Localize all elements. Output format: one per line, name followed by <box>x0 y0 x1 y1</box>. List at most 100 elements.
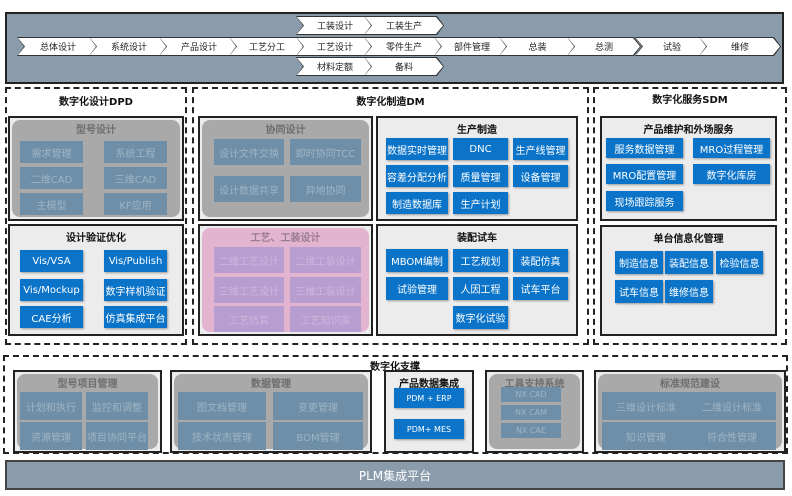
module-item: MRO过程管理 <box>693 138 770 158</box>
process-step: 工装生产 <box>365 17 443 34</box>
group-title: 产品数据集成 <box>399 379 459 390</box>
section-dpd <box>5 87 187 345</box>
module-item: 数据实时管理 <box>386 138 448 160</box>
module-item: 三维设计标准 <box>602 392 690 420</box>
process-step: 材料定额 <box>297 58 373 75</box>
module-item: Vis/Mockup <box>20 279 83 301</box>
process-step-outline: 试验 <box>635 37 709 56</box>
module-item: 变更管理 <box>273 392 363 420</box>
process-step: 试验 <box>636 38 708 55</box>
group-title: 设计验证优化 <box>66 233 126 244</box>
section-sdm-title: 数字化服务SDM <box>652 95 728 106</box>
module-item: 二维工艺设计 <box>214 247 284 273</box>
module-item: 符合性管理 <box>688 422 776 450</box>
group-title: 工艺、工装设计 <box>250 233 321 244</box>
section-dpd-title: 数字化设计DPD <box>59 97 133 108</box>
module-item: 技术状态管理 <box>178 422 266 450</box>
module-item: 二维设计标准 <box>688 392 776 420</box>
module-item: 制造信息 <box>615 251 663 274</box>
module-item: CAE分析 <box>20 306 83 328</box>
section-support <box>3 355 788 454</box>
module-item: NX CAD <box>501 387 561 402</box>
process-step: 总装 <box>500 38 575 55</box>
module-item: 试车平台 <box>513 277 568 300</box>
module-item: 制造数据库 <box>386 192 448 214</box>
module-item: 生产线管理 <box>513 138 568 160</box>
module-item: 设计数据共享 <box>214 176 284 202</box>
module-item: 工艺知识库 <box>290 306 361 332</box>
section-dm-title: 数字化制造DM <box>356 97 425 108</box>
process-step: 总测 <box>568 38 640 55</box>
module-item: 生产计划 <box>453 192 508 214</box>
module-item: BOM管理 <box>273 422 363 450</box>
process-step-outline: 备料 <box>364 57 444 76</box>
process-step-outline: 零件生产 <box>364 37 444 56</box>
module-item: NX CAM <box>501 405 561 420</box>
module-item: 计划和执行 <box>20 392 82 420</box>
process-step-outline: 工艺分工 <box>229 37 305 56</box>
process-step-outline: 工装生产 <box>364 16 444 35</box>
module-item: 三维CAD <box>104 167 167 189</box>
module-item: 数字化试验 <box>453 306 508 329</box>
process-step-outline: 维修 <box>699 37 781 56</box>
module-item: 检验信息 <box>716 251 763 274</box>
module-item: 需求管理 <box>20 141 83 163</box>
group-title: 协同设计 <box>265 125 306 136</box>
module-item: 设计文件交换 <box>214 139 284 165</box>
group-title: 标准规范建设 <box>660 379 720 390</box>
module-item: 容差分配分析 <box>386 165 448 187</box>
module-item: Vis/Publish <box>104 250 167 272</box>
section-dm <box>192 87 589 345</box>
module-item: NX CAE <box>501 423 561 438</box>
group-title: 产品维护和外场服务 <box>643 125 734 136</box>
process-step: 产品设计 <box>160 38 238 55</box>
plm-platform-bar: PLM集成平台 <box>5 460 785 490</box>
process-step: 备料 <box>365 58 443 75</box>
module-item: Vis/VSA <box>20 250 83 272</box>
module-item: 试车信息 <box>615 280 663 303</box>
process-step: 部件管理 <box>435 38 509 55</box>
process-step-outline: 材料定额 <box>296 57 374 76</box>
process-step: 工装设计 <box>297 17 373 34</box>
process-step-outline: 工装设计 <box>296 16 374 35</box>
group-title: 型号项目管理 <box>57 379 118 390</box>
section-support-title: 数字化支撑 <box>370 362 420 373</box>
process-step: 工艺设计 <box>297 38 373 55</box>
process-step-outline: 工艺设计 <box>296 37 374 56</box>
process-step-outline: 系统设计 <box>89 37 169 56</box>
group-title: 型号设计 <box>76 125 116 136</box>
module-item: 人因工程 <box>453 277 508 300</box>
module-item: 维修信息 <box>665 280 713 303</box>
module-item: 工艺规划 <box>453 249 508 272</box>
group-collab-design: 协同设计 <box>198 116 373 221</box>
process-step: 工艺分工 <box>230 38 304 55</box>
module-item: 图文档管理 <box>178 392 266 420</box>
module-item: 系统工程 <box>104 141 167 163</box>
module-item: 仿真集成平台 <box>104 306 167 328</box>
process-step-outline: 总装 <box>499 37 576 56</box>
module-item: 服务数据管理 <box>606 138 683 158</box>
process-step: 零件生产 <box>365 38 443 55</box>
module-item: PDM + ERP <box>394 388 464 408</box>
module-item: 工艺仿真 <box>214 306 284 332</box>
module-item: 装配信息 <box>665 251 713 274</box>
group-title: 数据管理 <box>251 379 291 390</box>
module-item: MRO配置管理 <box>606 164 683 184</box>
process-step: 维修 <box>700 38 780 55</box>
module-item: KF应用 <box>104 193 167 215</box>
module-item: 设备管理 <box>513 165 568 187</box>
module-item: 数字样机验证 <box>104 279 167 301</box>
module-item: MBOM编制 <box>386 249 448 272</box>
group-title: 工具支持系统 <box>504 379 565 390</box>
module-item: 三维工装设计 <box>290 277 361 303</box>
process-step: 总体设计 <box>18 38 98 55</box>
group-title: 装配试车 <box>457 233 497 244</box>
module-item: PDM+ MES <box>394 419 464 439</box>
module-item: 现场跟踪服务 <box>606 191 683 211</box>
module-item: 主模型 <box>20 193 83 215</box>
process-step-outline: 总测 <box>567 37 641 56</box>
process-step-outline: 总体设计 <box>17 37 99 56</box>
module-item: 数字化库房 <box>693 164 770 184</box>
process-step-outline: 产品设计 <box>159 37 239 56</box>
module-item: 异地协同 <box>290 176 361 202</box>
